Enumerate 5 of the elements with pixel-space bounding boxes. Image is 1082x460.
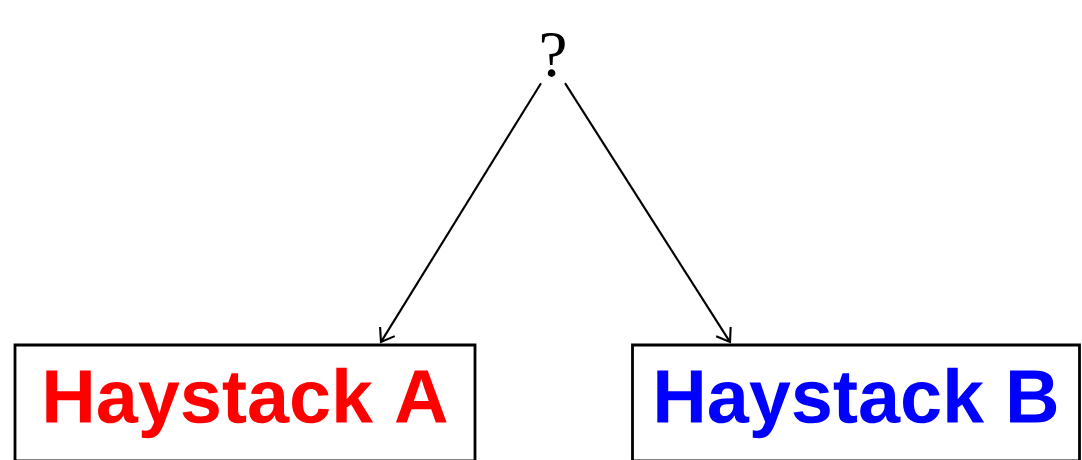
haystack-box: Haystack B [631, 343, 1081, 460]
haystack-box: Haystack A [13, 343, 477, 460]
arrow [379, 82, 542, 344]
arrow [564, 82, 732, 344]
question-mark: ? [541, 33, 565, 77]
